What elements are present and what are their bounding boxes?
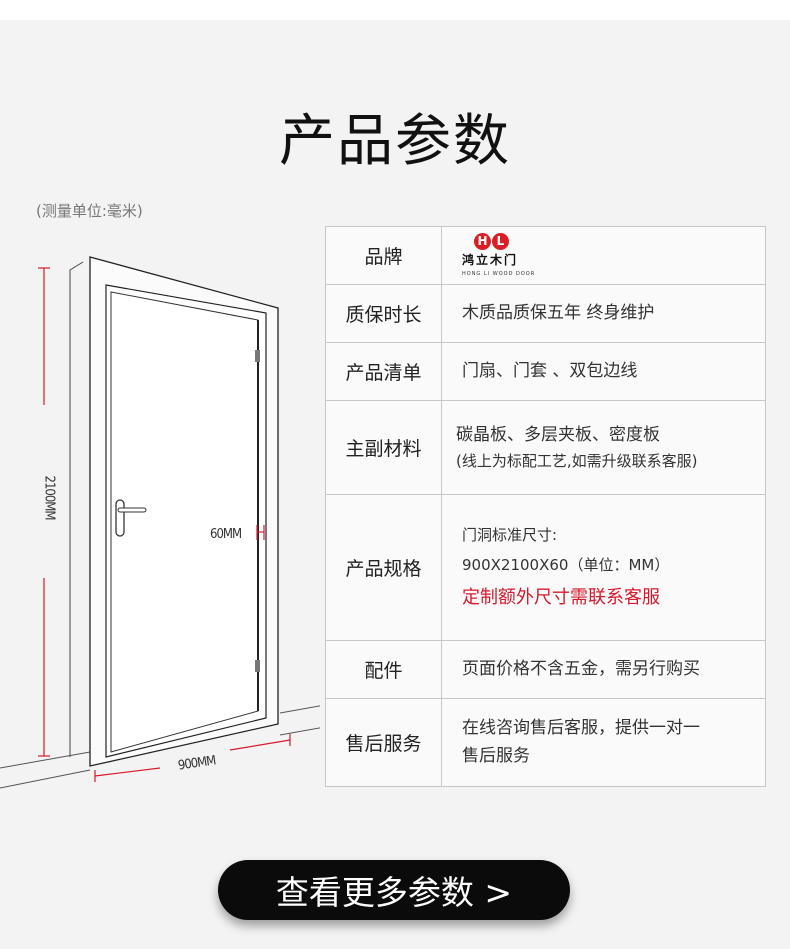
unit-note: (测量单位:毫米) — [36, 202, 143, 220]
spec-key: 售后服务 — [325, 698, 442, 787]
spec-value: 木质品质保五年 终身维护 — [441, 284, 766, 343]
spec-key: 配件 — [325, 640, 442, 699]
floor-line — [0, 769, 91, 789]
spec-line: 在线咨询售后客服，提供一对一 — [462, 718, 700, 739]
door-handle — [115, 499, 125, 537]
custom-size-note: 定制额外尺寸需联系客服 — [462, 586, 660, 608]
spec-row-contents: 产品清单 门扇、门套 、双包边线 — [325, 342, 766, 401]
spec-line: (线上为标配工艺,如需升级联系客服) — [456, 452, 698, 471]
floor-line — [0, 751, 91, 769]
spec-key: 品牌 — [325, 226, 442, 285]
spec-value: 在线咨询售后客服，提供一对一 售后服务 — [441, 698, 766, 787]
spec-row-service: 售后服务 在线咨询售后客服，提供一对一 售后服务 — [325, 698, 766, 787]
logo-subtitle: HONG LI WOOD DOOR — [462, 271, 536, 278]
spec-key: 产品规格 — [325, 494, 442, 641]
spec-row-size: 产品规格 门洞标准尺寸: 900X2100X60（单位：MM） 定制额外尺寸需联… — [325, 494, 766, 641]
spec-key: 质保时长 — [325, 284, 442, 343]
spec-value: 门扇、门套 、双包边线 — [441, 342, 766, 401]
spec-key: 主副材料 — [325, 400, 442, 495]
more-params-button[interactable]: 查看更多参数 > — [218, 860, 570, 920]
logo-name: 鸿立木门 — [462, 252, 519, 267]
spec-value: 页面价格不含五金，需另行购买 — [441, 640, 766, 699]
spec-line: 碳晶板、多层夹板、密度板 — [456, 424, 660, 445]
spec-row-warranty: 质保时长 木质品质保五年 终身维护 — [325, 284, 766, 343]
door-illustration — [0, 256, 320, 789]
spec-line: 门洞标准尺寸: — [462, 525, 558, 544]
spec-line: 售后服务 — [462, 745, 530, 766]
floor-line — [279, 727, 320, 736]
spec-row-materials: 主副材料 碳晶板、多层夹板、密度板 (线上为标配工艺,如需升级联系客服) — [325, 400, 766, 495]
page-title: 产品参数 — [279, 109, 511, 174]
height-label: 2100MM — [41, 475, 57, 520]
spec-value: 门洞标准尺寸: 900X2100X60（单位：MM） 定制额外尺寸需联系客服 — [441, 494, 766, 641]
spec-value: 碳晶板、多层夹板、密度板 (线上为标配工艺,如需升级联系客服) — [441, 400, 766, 495]
spec-key: 产品清单 — [325, 342, 442, 401]
spec-line: 900X2100X60（单位：MM） — [462, 555, 670, 574]
thickness-label: 60MM — [210, 527, 242, 542]
floor-line — [279, 705, 320, 714]
spec-row-accessories: 配件 页面价格不含五金，需另行购买 — [325, 640, 766, 699]
